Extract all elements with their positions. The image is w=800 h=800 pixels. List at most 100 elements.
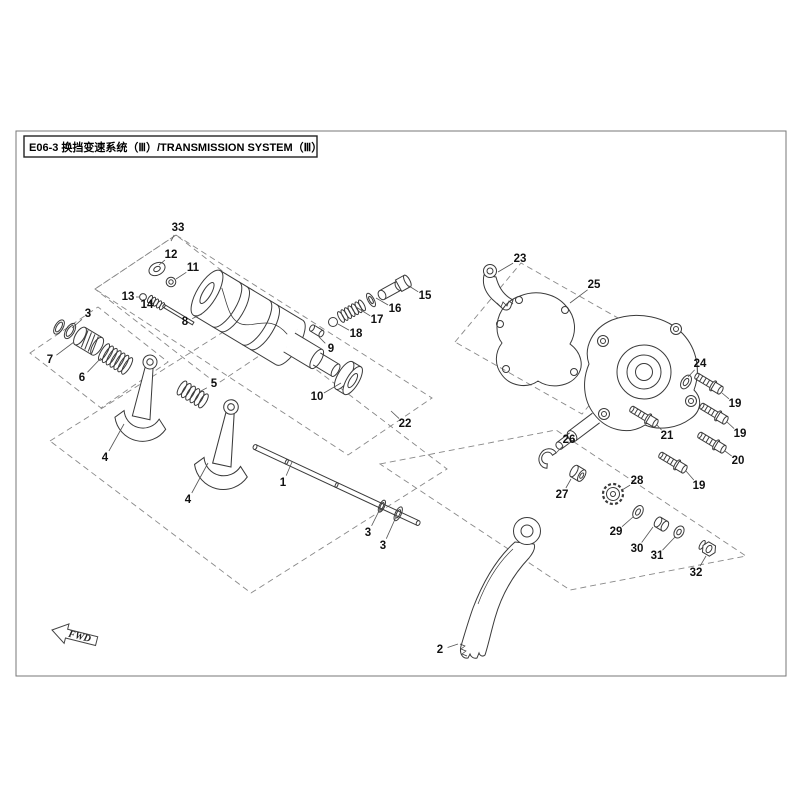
part-callout-19: 19 [693,480,706,492]
part-callout-24: 24 [694,358,707,370]
leader-line-8 [192,313,203,319]
leader-line-33 [170,234,175,242]
circlip-part-3a [53,319,65,335]
parts-art [53,261,731,659]
leader-line-11 [175,271,187,280]
leader-line-28 [621,484,631,491]
part-callout-27: 27 [556,489,569,501]
circlip-part-3b [63,322,77,340]
seat-part-16 [366,292,376,308]
callout-layer: 3312111314891018171615232524191920211922… [47,222,747,656]
leader-line-9 [318,336,326,344]
leader-line-14 [153,299,157,302]
shift-drum-part-8 [190,269,363,396]
page-title: E06-3 换挡变速系统（Ⅲ）/TRANSMISSION SYSTEM（Ⅲ） [29,140,322,154]
part-callout-2: 2 [437,644,443,656]
bolt-part-19c [656,448,690,476]
part-callout-33: 33 [172,222,185,234]
part-callout-32: 32 [690,567,703,579]
leader-line-3 [71,318,83,329]
leader-line-24 [687,369,695,378]
part-callout-19: 19 [734,428,747,440]
leader-line-18 [337,323,350,331]
part-callout-3: 3 [380,540,386,552]
leader-line-6 [87,357,102,373]
part-callout-19: 19 [729,398,742,410]
part-callout-28: 28 [631,475,644,487]
bolt-part-20 [695,428,729,456]
part-callout-13: 13 [122,291,135,303]
leader-line-15 [408,285,419,293]
part-callout-3: 3 [365,527,371,539]
leader-line-19 [685,470,695,481]
part-callout-18: 18 [350,328,363,340]
detent-pin [162,304,195,326]
leader-line-32 [699,555,707,567]
shift-fork-part-4b [190,395,260,494]
leader-line-29 [621,516,634,528]
part-callout-15: 15 [419,290,432,302]
fwd-arrow: FWD [51,623,99,647]
leader-line-1 [285,461,293,476]
part-callout-16: 16 [389,303,402,315]
part-callout-5: 5 [211,378,218,390]
washer-part-12 [148,261,166,277]
leader-line-16 [375,297,389,306]
part-callout-4: 4 [185,494,192,506]
star-gear-part-28 [601,482,625,506]
leader-line-5 [198,387,208,393]
washer-part-29 [632,505,644,519]
circlip-part-3d [393,506,403,522]
leader-line-4 [191,462,209,494]
shift-lever-part-2 [459,517,541,659]
shift-fork-part-4a [111,350,178,446]
spacer-part-30 [653,516,670,532]
part-callout-21: 21 [661,430,674,442]
leader-line-3 [385,516,397,539]
part-callout-23: 23 [514,253,527,265]
part-callout-4: 4 [102,452,109,464]
fwd-label: FWD [66,629,92,645]
part-callout-14: 14 [141,299,154,311]
circlip-part-3c [377,499,387,513]
cover-shaft [555,412,600,450]
leader-line-21 [656,424,662,431]
part-callout-20: 20 [732,455,745,467]
leader-line-19 [726,421,735,429]
leader-line-12 [158,259,166,266]
diagram-frame [15,130,787,677]
fork-shaft-part-1 [252,444,421,526]
ball-part-13 [139,293,147,301]
leader-line-22 [390,410,400,419]
plug-bolt-part-15 [377,274,412,301]
cover-housing [555,314,701,450]
leader-line-2 [447,643,459,648]
leader-line-30 [641,526,654,543]
leader-line-17 [355,306,371,317]
screw-part-11 [165,276,177,288]
part-callout-29: 29 [610,526,623,538]
bearing-part-10 [333,360,363,396]
pin-part-9 [309,324,325,338]
leader-line-25 [569,289,588,304]
part-callout-6: 6 [79,372,85,384]
part-callout-1: 1 [280,477,287,489]
leader-line-10 [323,382,342,394]
leader-line-19 [721,392,730,400]
spring-part-5 [176,380,209,409]
part-callout-8: 8 [182,316,189,328]
spring-part-17 [337,299,366,323]
ball-part-18 [328,317,338,327]
leader-line-27 [565,478,572,489]
leader-line-26 [555,445,564,454]
part-callout-12: 12 [165,249,178,261]
part-callout-7: 7 [47,354,53,366]
shift-arm-part-23 [482,264,514,311]
leader-line-23 [497,262,514,273]
spring-part-6 [97,343,134,375]
guide-part-26 [538,448,557,469]
leader-line-31 [662,536,676,551]
gasket-part-25 [495,292,582,387]
washer-part-31 [673,525,685,539]
